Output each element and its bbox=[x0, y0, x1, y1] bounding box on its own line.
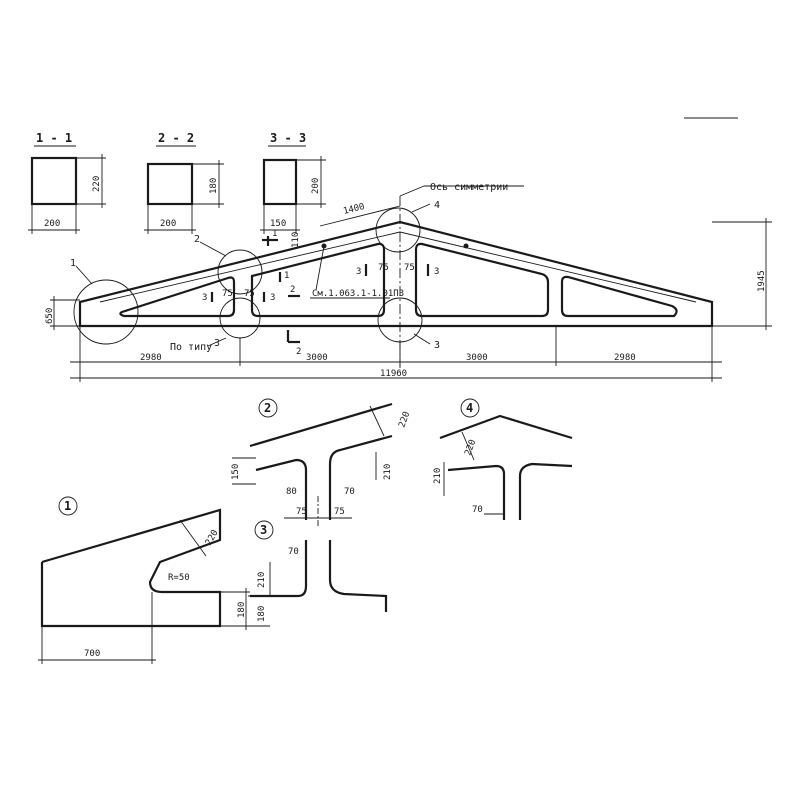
detail-2-badge bbox=[258, 398, 278, 418]
cut-mark-3-center: 3 75 75 3 bbox=[356, 263, 439, 277]
detail-4-dim-210: 210 bbox=[433, 468, 443, 484]
detail-4-badge bbox=[460, 398, 480, 418]
detail-3-dim-210: 210 bbox=[257, 572, 267, 588]
section-3-3-height: 200 bbox=[311, 178, 321, 194]
svg-text:3: 3 bbox=[434, 267, 439, 277]
detail-4-right-web bbox=[518, 462, 573, 520]
detail-1-radius: R=50 bbox=[168, 573, 190, 583]
detail-1-dim-220: 220 bbox=[204, 528, 221, 547]
detail-2-dim-75-right: 75 bbox=[334, 507, 345, 517]
callout-circle-4 bbox=[375, 207, 421, 253]
callout-circle-3a bbox=[219, 297, 261, 339]
section-2-2: 2 - 2 180 200 bbox=[144, 131, 224, 234]
truss-opening-1 bbox=[119, 276, 236, 318]
section-2-2-title: 2 - 2 bbox=[158, 131, 194, 145]
section-1-1-profile bbox=[30, 156, 78, 206]
detail-2-dim-80: 80 bbox=[286, 487, 297, 497]
dim-2980-left: 2980 bbox=[140, 353, 162, 363]
detail-2-dim-150: 150 bbox=[231, 464, 241, 480]
reference-note: См.1.063.1-1.01ПЗ bbox=[312, 289, 404, 299]
detail-1: 1 220 R=50 180 700 bbox=[38, 496, 250, 664]
dim-total: 11960 bbox=[380, 369, 407, 379]
dim-2980-right: 2980 bbox=[614, 353, 636, 363]
dim-110: 110 bbox=[291, 232, 301, 248]
detail-2-left-web bbox=[255, 458, 308, 520]
detail-2: 2 220 150 210 80 70 75 75 bbox=[231, 398, 412, 526]
svg-text:2: 2 bbox=[290, 285, 295, 295]
cut-mark-3-left: 3 75 75 3 bbox=[202, 289, 275, 303]
detail-3-right bbox=[328, 540, 388, 612]
detail-2-right-web bbox=[328, 434, 393, 520]
detail-3-dim-70: 70 bbox=[288, 547, 299, 557]
callout-2-label: 2 bbox=[194, 234, 200, 245]
detail-4: 4 220 210 70 bbox=[433, 398, 573, 520]
cut-mark-1: 1 1 bbox=[262, 229, 289, 282]
typ-note: По типу bbox=[170, 342, 212, 353]
section-1-1: 1 - 1 220 200 bbox=[28, 131, 106, 234]
detail-3-dim-180: 180 bbox=[257, 606, 267, 622]
truss-opening-4 bbox=[560, 275, 678, 318]
detail-1-profile bbox=[40, 508, 222, 628]
detail-4-left-web bbox=[447, 464, 506, 520]
svg-text:75: 75 bbox=[404, 263, 415, 273]
detail-2-dim-220: 220 bbox=[397, 410, 412, 429]
detail-1-dim-180: 180 bbox=[237, 602, 247, 618]
detail-1-badge bbox=[58, 496, 78, 516]
svg-text:1: 1 bbox=[272, 229, 277, 239]
detail-2-number: 2 bbox=[264, 401, 271, 415]
cut-mark-2: 2 2 bbox=[286, 285, 301, 357]
detail-3: 3 70 210 180 bbox=[248, 520, 388, 627]
section-1-1-width: 200 bbox=[44, 219, 60, 229]
detail-1-dim-700: 700 bbox=[84, 649, 100, 659]
svg-text:2: 2 bbox=[296, 347, 301, 357]
dim-3000-right: 3000 bbox=[466, 353, 488, 363]
detail-3-badge bbox=[254, 520, 274, 540]
detail-2-dim-70: 70 bbox=[344, 487, 355, 497]
lifting-loop-right bbox=[463, 243, 469, 249]
section-3-3: 3 - 3 200 150 bbox=[260, 131, 326, 234]
dim-1945: 1945 bbox=[757, 270, 767, 292]
svg-text:3: 3 bbox=[202, 293, 207, 303]
truss-outline bbox=[78, 220, 714, 328]
detail-4-number: 4 bbox=[466, 401, 473, 415]
callout-3b-label: 3 bbox=[434, 340, 440, 351]
callout-circle-1 bbox=[73, 279, 139, 345]
dim-3000-left: 3000 bbox=[306, 353, 328, 363]
detail-2-dim-210: 210 bbox=[383, 464, 393, 480]
detail-1-number: 1 bbox=[64, 499, 71, 513]
truss-opening-3 bbox=[414, 242, 550, 318]
svg-text:75: 75 bbox=[222, 289, 233, 299]
detail-2-top bbox=[249, 402, 393, 448]
callout-1-label: 1 bbox=[70, 258, 76, 269]
detail-3-number: 3 bbox=[260, 523, 267, 537]
callout-3a-label: 3 bbox=[214, 338, 220, 349]
section-2-2-profile bbox=[146, 162, 194, 206]
detail-4-dim-70: 70 bbox=[472, 505, 483, 515]
section-2-2-height: 180 bbox=[209, 178, 219, 194]
svg-text:3: 3 bbox=[270, 293, 275, 303]
section-2-2-width: 200 bbox=[160, 219, 176, 229]
detail-2-dim-75-left: 75 bbox=[296, 507, 307, 517]
callout-4-label: 4 bbox=[434, 200, 440, 211]
section-1-1-height: 220 bbox=[92, 176, 102, 192]
detail-4-top bbox=[439, 414, 573, 440]
svg-text:1: 1 bbox=[284, 271, 289, 281]
section-3-3-title: 3 - 3 bbox=[270, 131, 306, 145]
main-truss: Ось симметрии 1 2 По типу 3 3 4 См.1.063… bbox=[45, 182, 772, 382]
section-1-1-title: 1 - 1 bbox=[36, 131, 72, 145]
svg-text:75: 75 bbox=[378, 263, 389, 273]
section-3-3-profile bbox=[262, 158, 298, 206]
symmetry-axis-label: Ось симметрии bbox=[430, 182, 508, 193]
section-3-3-width: 150 bbox=[270, 219, 286, 229]
dim-1400: 1400 bbox=[342, 202, 365, 217]
svg-text:75: 75 bbox=[244, 289, 255, 299]
svg-text:3: 3 bbox=[356, 267, 361, 277]
dim-650: 650 bbox=[45, 308, 55, 324]
callout-circle-2 bbox=[217, 249, 263, 295]
detail-3-left bbox=[250, 540, 308, 598]
